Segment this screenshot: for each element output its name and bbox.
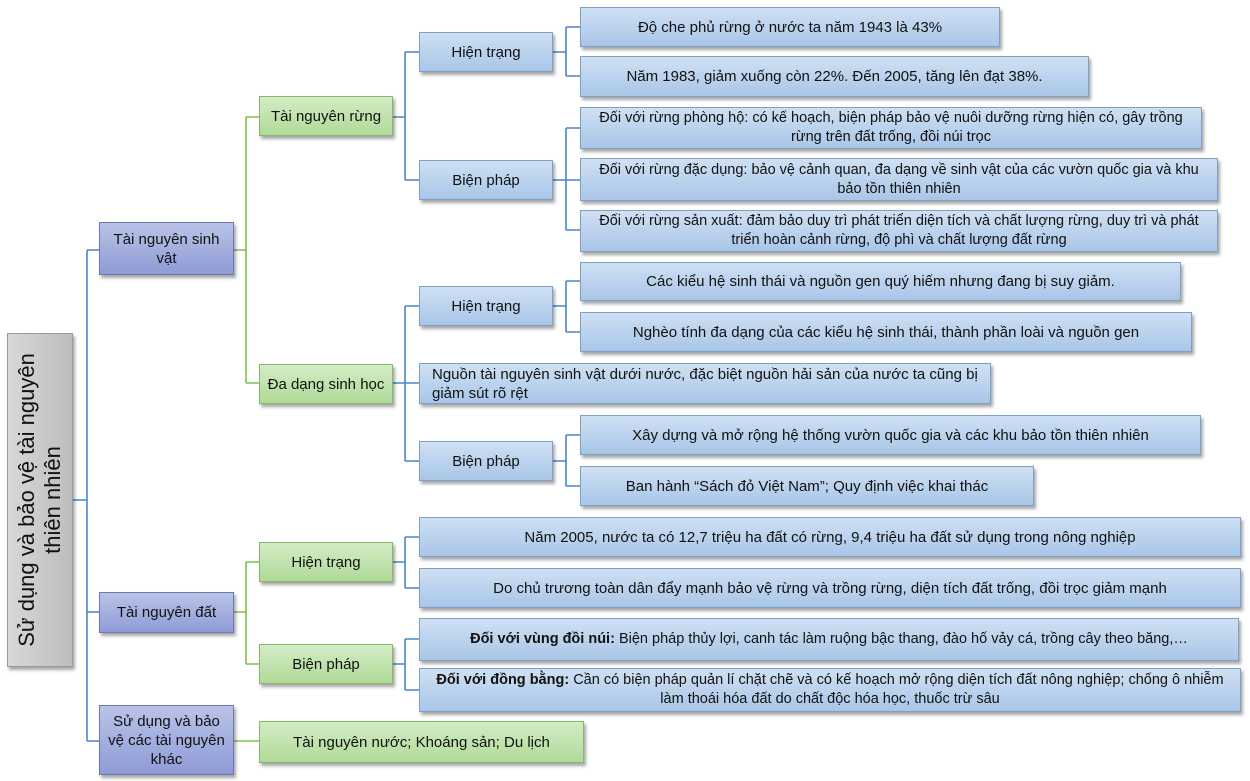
connector-rung-bp [553,127,580,231]
connector-dat [234,561,259,742]
connector-da-dang [393,305,419,462]
node-dat-bien-phap: Biện pháp [259,644,393,684]
leaf-rung-bp-1: Đối với rừng phòng hộ: có kế hoạch, biện… [580,107,1202,149]
node-da-dang-sinh-hoc: Đa dạng sinh học [259,364,393,404]
root-label: Sử dụng và bảo vệ tài nguyên thiên nhiên [14,353,66,647]
node-tai-nguyen-sinh-vat: Tài nguyên sinh vật [99,222,234,275]
leaf-dd-ht-2: Nghèo tính đa dạng của các kiểu hệ sinh … [580,312,1192,352]
leaf-dd-ht-1: Các kiểu hệ sinh thái và nguồn gen quý h… [580,262,1181,301]
leaf-dat-bp-1: Đối với vùng đồi núi: Biện pháp thủy lợi… [419,618,1239,661]
node-tai-nguyen-rung: Tài nguyên rừng [259,96,393,136]
connector-sinh-vat [234,116,259,384]
node-dd-hien-trang: Hiện trạng [419,286,553,326]
leaf-dat-ht-2: Do chủ trương toàn dân đẩy mạnh bảo vệ r… [419,568,1241,608]
node-dat-hien-trang: Hiện trạng [259,542,393,582]
root-node: Sử dụng và bảo vệ tài nguyên thiên nhiên [7,333,73,667]
leaf-dd-bp-2: Ban hành “Sách đỏ Việt Nam”; Quy định vi… [580,466,1034,506]
leaf-rung-ht-1: Độ che phủ rừng ở nước ta năm 1943 là 43… [580,7,1000,47]
node-dd-nuoc: Nguồn tài nguyên sinh vật dưới nước, đặc… [419,363,991,404]
leaf-rung-bp-3: Đối với rừng sản xuất: đảm bảo duy trì p… [580,210,1218,252]
leaf-dat-bp-2: Đối với đồng bằng: Cần có biện pháp quản… [419,668,1241,712]
connector-dd-ht [553,280,580,333]
leaf-rung-ht-2: Năm 1983, giảm xuống còn 22%. Đến 2005, … [580,56,1089,97]
connector-rung [393,51,419,181]
connector-dat-bp [393,638,419,691]
node-tai-nguyen-khac: Sử dụng và bảo vệ các tài nguyên khác [99,705,234,775]
node-khac-noi-dung: Tài nguyên nước; Khoáng sản; Du lịch [259,721,584,763]
node-rung-hien-trang: Hiện trạng [419,32,553,72]
node-dd-bien-phap: Biện pháp [419,441,553,481]
leaf-rung-bp-2: Đối với rừng đặc dụng: bảo vệ cảnh quan,… [580,158,1218,201]
connector-dat-ht [393,536,419,589]
node-tai-nguyen-dat: Tài nguyên đất [99,592,234,633]
node-rung-bien-phap: Biện pháp [419,160,553,200]
leaf-dat-ht-1: Năm 2005, nước ta có 12,7 triệu ha đất c… [419,517,1241,557]
connector-rung-ht [553,26,580,77]
leaf-dd-bp-1: Xây dựng và mở rộng hệ thống vườn quốc g… [580,415,1201,455]
connector-root [73,249,99,742]
connector-dd-bp [553,434,580,487]
